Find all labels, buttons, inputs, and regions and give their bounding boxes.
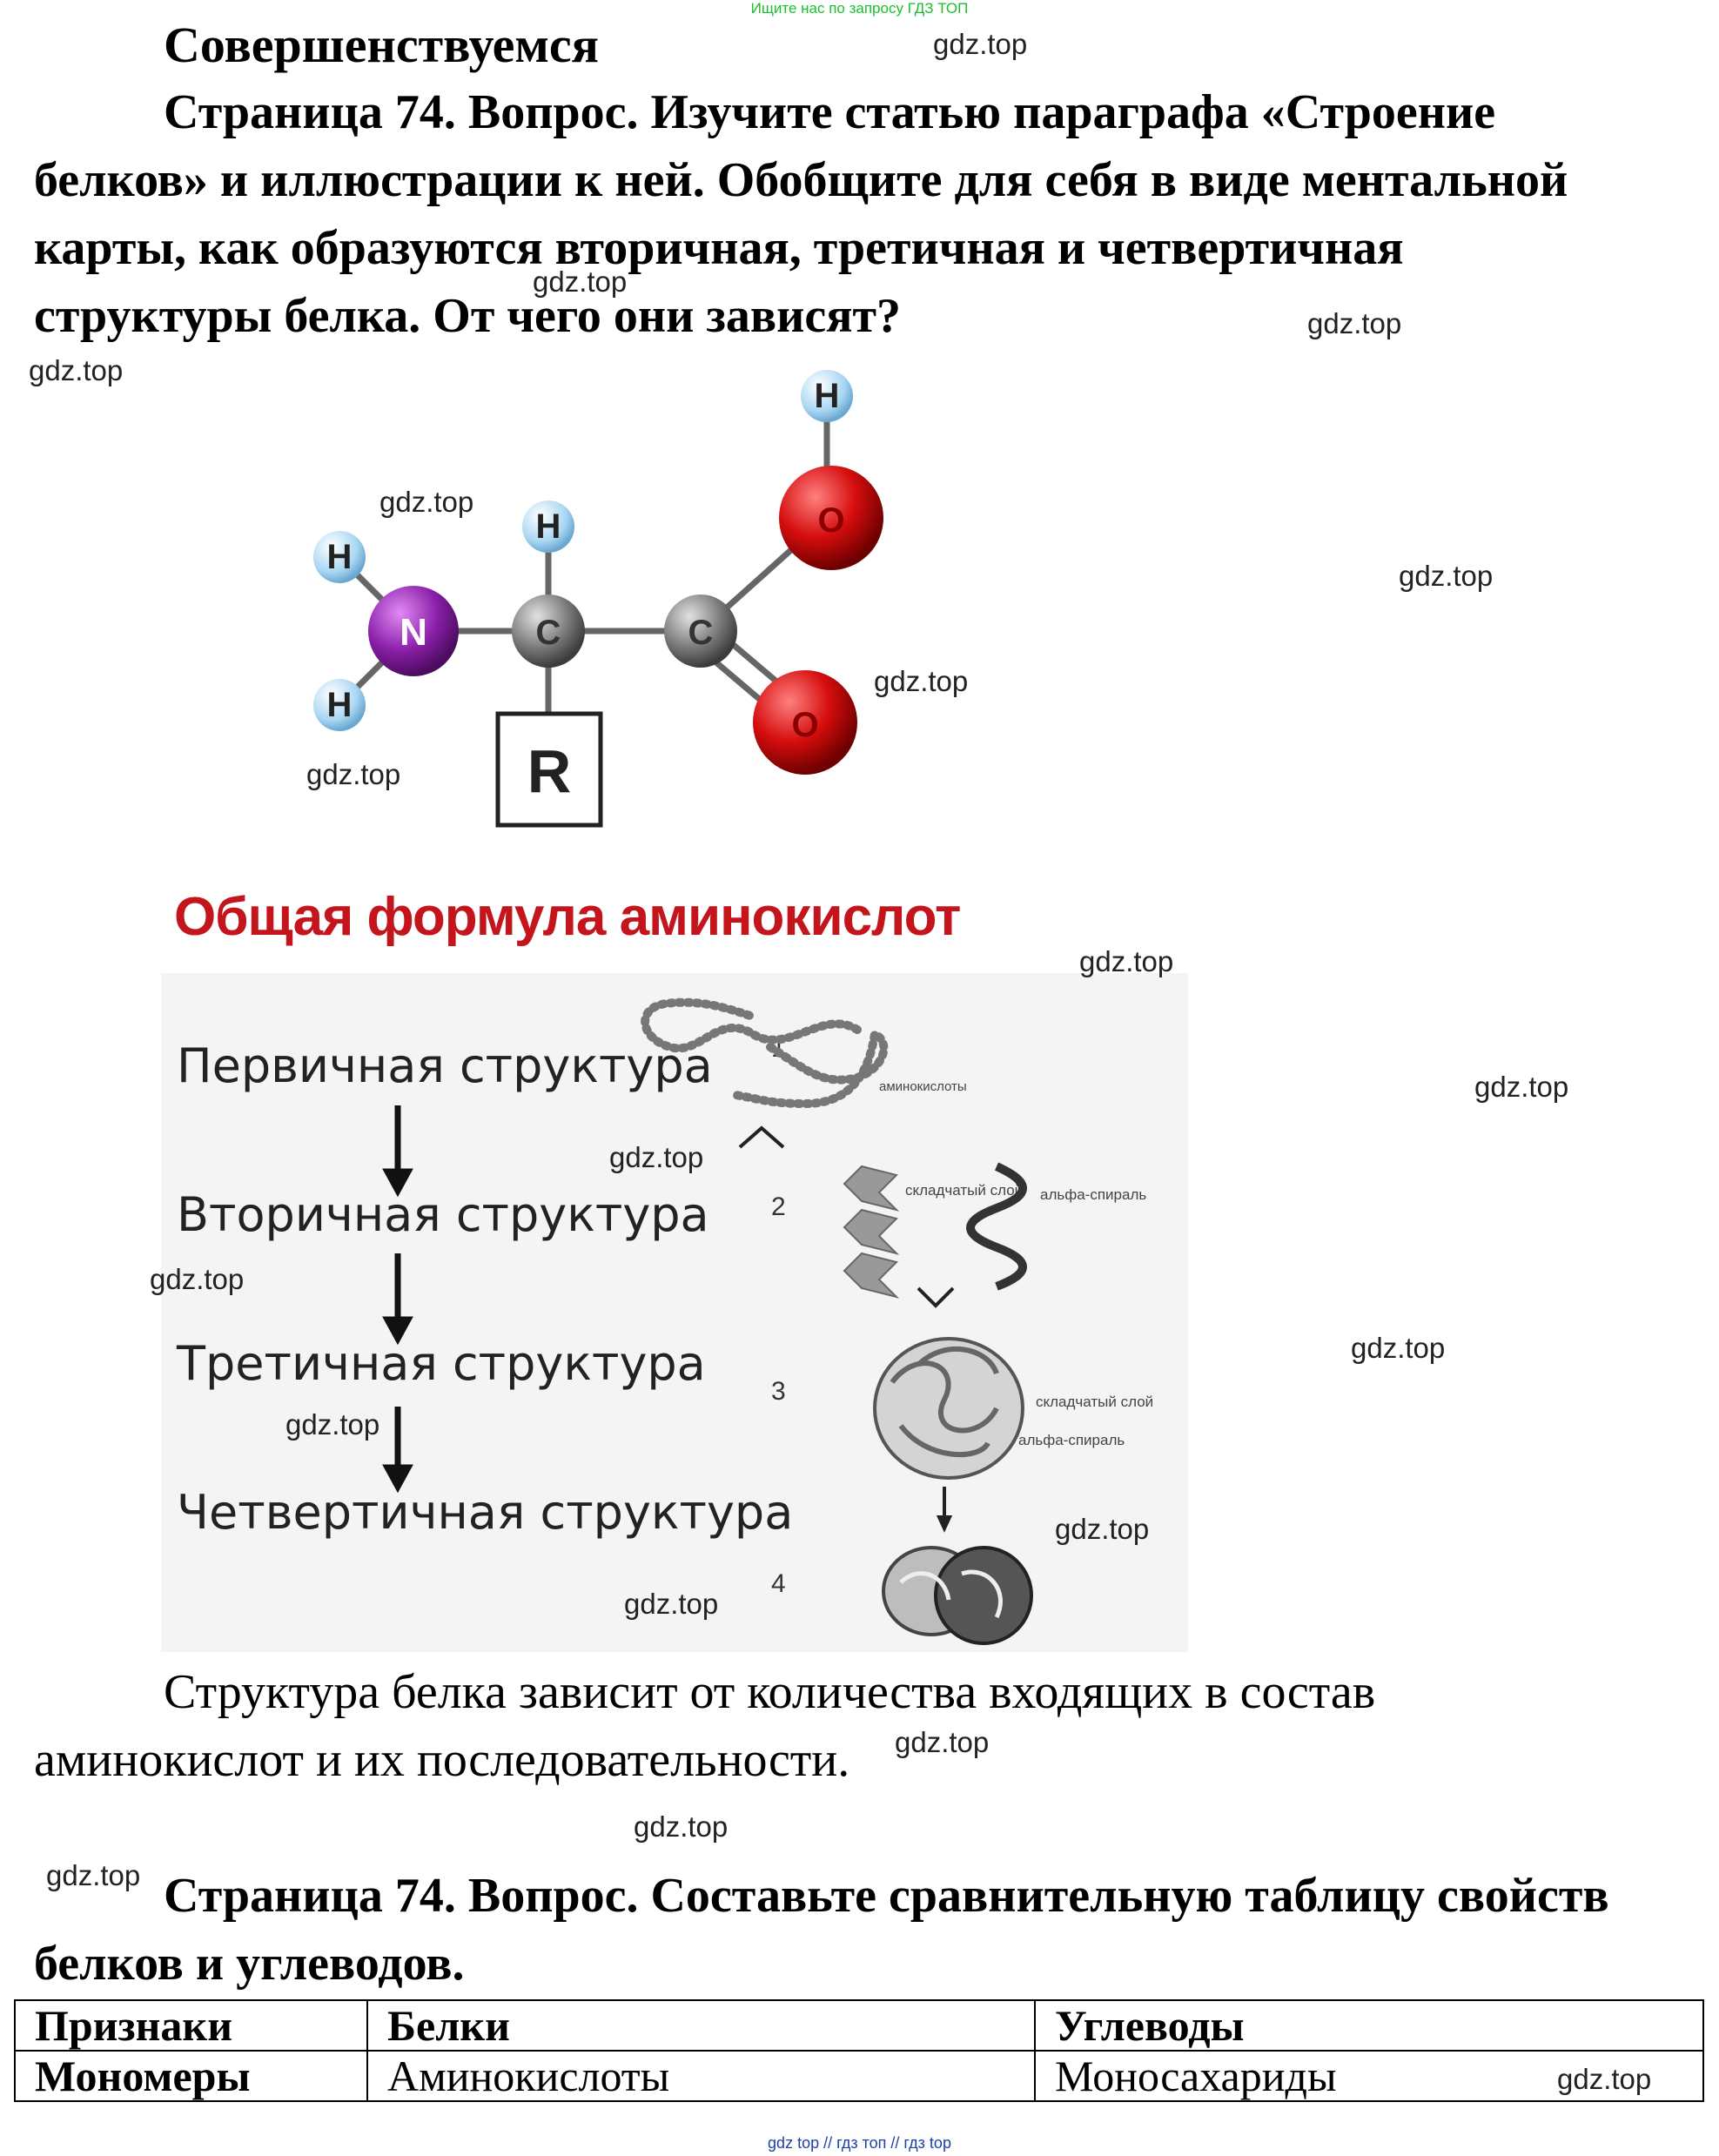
structure-label-quaternary: Четвертичная структура [177, 1485, 794, 1540]
chevron-icon [917, 1286, 955, 1308]
diagram-label-sheet: складчатый слой [905, 1182, 1023, 1199]
watermark: gdz.top [1474, 1071, 1569, 1103]
answer-1-line: Структура белка зависит от количества вх… [164, 1665, 1376, 1719]
watermark: gdz.top [1307, 307, 1402, 339]
primary-structure-chain-icon [641, 997, 889, 1109]
protein-structures-panel [161, 973, 1188, 1652]
structure-number: 3 [771, 1377, 786, 1406]
nitrogen-atom: N [368, 586, 459, 676]
watermark: gdz.top [150, 1263, 245, 1295]
watermark: gdz.top [1055, 1513, 1150, 1545]
carbon-atom: C [664, 594, 737, 668]
svg-text:C: C [688, 614, 714, 652]
diagram-label-sheet-tertiary: складчатый слой [1036, 1394, 1153, 1410]
watermark: gdz.top [874, 665, 969, 697]
structure-number: 2 [771, 1192, 786, 1221]
watermark: gdz.top [624, 1588, 719, 1620]
amino-acid-molecule: H H H H N C C O O R [313, 370, 883, 828]
svg-text:O: O [791, 706, 818, 744]
alpha-helix-icon [966, 1162, 1027, 1291]
question-1: Страница 74. Вопрос. Изучите статью пара… [34, 78, 1679, 350]
svg-text:H: H [815, 377, 840, 415]
section-heading: Совершенствуемся [164, 17, 600, 73]
watermark: gdz.top [46, 1859, 141, 1891]
hydrogen-atom: H [801, 370, 853, 422]
radical-box: R [495, 711, 603, 828]
answer-1-line: аминокислот и их последовательности. [34, 1733, 850, 1787]
watermark: gdz.top [1399, 560, 1494, 592]
table-cell: Аминокислоты [366, 2050, 1036, 2102]
bottom-banner: gdz top // гдз топ // гдз top [768, 2134, 951, 2152]
table-header-cell: Белки [366, 1999, 1036, 2052]
diagram-label-helix: альфа-спираль [1040, 1186, 1146, 1203]
table-cell: Моносахариды [1034, 2050, 1704, 2102]
chevron-icon [738, 1125, 785, 1149]
watermark: gdz.top [895, 1726, 990, 1758]
watermark: gdz.top [29, 354, 124, 386]
answer-1: Структура белка зависит от количества вх… [34, 1658, 1679, 1794]
pleated-sheet-icon [843, 1165, 900, 1299]
watermark: gdz.top [1351, 1332, 1446, 1364]
arrow-down-icon [382, 1105, 413, 1198]
top-banner: Ищите нас по запросу ГДЗ ТОП [750, 0, 969, 17]
watermark: gdz.top [533, 265, 628, 298]
question-1-line: карты, как образуются вторичная, третичн… [34, 221, 1404, 275]
arrow-down-icon [382, 1407, 413, 1494]
comparison-table: Признаки Белки Углеводы Мономеры Аминоки… [14, 1999, 1704, 2102]
svg-text:H: H [327, 686, 353, 724]
question-2: Страница 74. Вопрос. Составьте сравнител… [34, 1862, 1679, 1998]
watermark: gdz.top [933, 28, 1028, 60]
table-header-cell: Признаки [14, 1999, 368, 2052]
svg-text:H: H [327, 538, 353, 576]
svg-text:C: C [536, 614, 561, 652]
structure-label-secondary: Вторичная структура [177, 1187, 709, 1242]
table-cell: Мономеры [14, 2050, 368, 2102]
structure-label-primary: Первичная структура [177, 1038, 713, 1093]
table-header-cell: Углеводы [1034, 1999, 1704, 2052]
hydrogen-atom: H [313, 531, 366, 583]
question-2-line: Страница 74. Вопрос. Составьте сравнител… [164, 1869, 1609, 1923]
structure-label-tertiary: Третичная структура [177, 1336, 706, 1391]
table-header-row: Признаки Белки Углеводы [14, 1999, 1704, 2052]
watermark: gdz.top [285, 1408, 380, 1441]
watermark: gdz.top [634, 1810, 729, 1843]
tertiary-structure-icon [873, 1337, 1024, 1480]
watermark: gdz.top [609, 1141, 704, 1173]
question-2-line: белков и углеводов. [34, 1937, 465, 1991]
hydrogen-atom: H [522, 500, 574, 553]
arrow-down-icon [936, 1487, 953, 1533]
watermark: gdz.top [306, 758, 401, 790]
svg-text:N: N [400, 611, 427, 654]
carbon-atom: C [512, 594, 585, 668]
oxygen-atom: O [779, 466, 883, 570]
watermark: gdz.top [1079, 945, 1174, 977]
svg-text:H: H [536, 507, 561, 546]
watermark: gdz.top [379, 486, 474, 518]
structure-number: 4 [771, 1569, 786, 1598]
oxygen-atom: O [753, 670, 857, 775]
arrow-down-icon [382, 1253, 413, 1346]
hydrogen-atom: H [313, 679, 366, 731]
question-1-line: белков» и иллюстрации к ней. Обобщите дл… [34, 153, 1568, 207]
structure-graphics: аминокислоты складчатый слой альфа-спира… [382, 997, 1153, 1645]
watermark: gdz.top [1557, 2063, 1652, 2095]
svg-text:O: O [817, 501, 844, 540]
diagram-label-aminoacids: аминокислоты [879, 1079, 967, 1094]
svg-text:R: R [527, 737, 572, 805]
question-1-line: Страница 74. Вопрос. Изучите статью пара… [164, 85, 1496, 139]
question-1-line: структуры белка. От чего они зависят? [34, 289, 902, 343]
figure-title: Общая формула аминокислот [174, 887, 961, 947]
table-row: Мономеры Аминокислоты Моносахариды [14, 2050, 1704, 2102]
quaternary-structure-icon [882, 1546, 1033, 1645]
diagram-label-helix-tertiary: альфа-спираль [1018, 1432, 1125, 1448]
